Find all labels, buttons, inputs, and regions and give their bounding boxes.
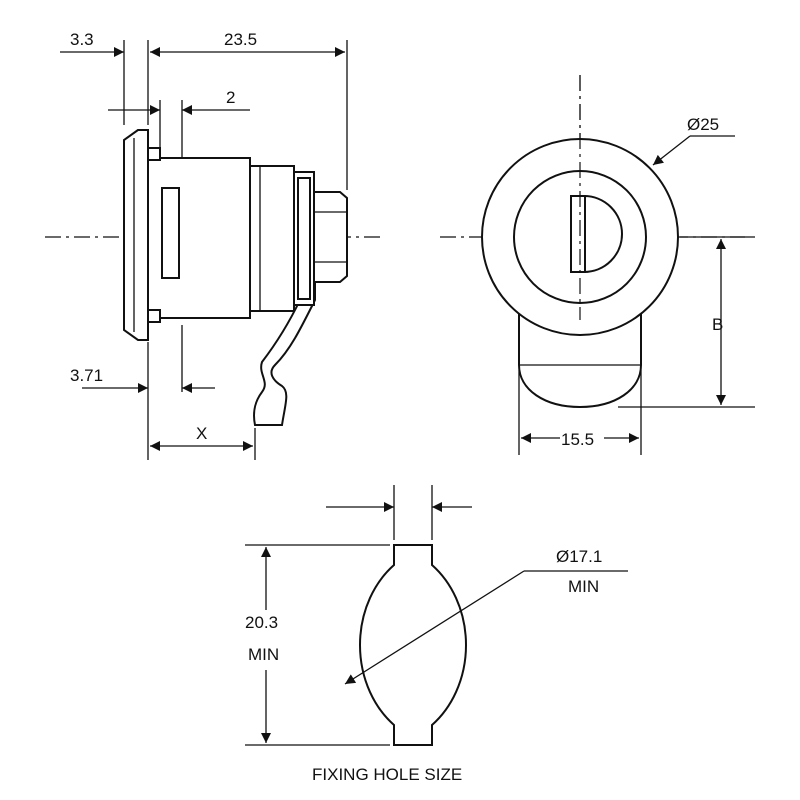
key-slot — [161, 187, 180, 279]
dim-diameter-leader — [652, 135, 691, 166]
front-view — [440, 75, 745, 409]
front-keyway-slot — [570, 195, 586, 273]
front-view-dimensions: Ø25 B 15.5 — [518, 115, 755, 455]
washer-inner — [297, 177, 311, 300]
side-view — [45, 129, 385, 426]
dim-flange-label: 3.3 — [70, 30, 94, 49]
dim-length-label: 23.5 — [224, 30, 257, 49]
side-view-dimensions: 3.3 23.5 2 3.71 X — [60, 30, 348, 460]
dim-height-value: 20.3 — [245, 613, 278, 632]
flange-tab-bottom — [147, 309, 161, 323]
dim-diameter-arrow — [344, 570, 525, 685]
front-keyway-arc — [583, 194, 623, 274]
fixing-hole — [359, 544, 467, 746]
dim-height-unit: MIN — [248, 645, 279, 664]
dim-width-label: 15.5 — [561, 430, 594, 449]
dim-offset-label: 3.71 — [70, 366, 103, 385]
dim-diameter-label: Ø25 — [687, 115, 719, 134]
flange — [123, 129, 149, 341]
dim-gap-label: 2 — [226, 88, 235, 107]
shoulder-cylinder — [249, 165, 295, 312]
fixing-hole-dimensions: 20.3 MIN Ø17.1 MIN FIXING HOLE SIZE — [242, 485, 628, 784]
fixing-hole-outline — [359, 544, 467, 746]
dim-x-label: X — [196, 424, 207, 443]
dim-b-label: B — [712, 315, 723, 334]
hex-nut — [313, 191, 348, 283]
fixing-hole-caption: FIXING HOLE SIZE — [312, 765, 462, 784]
dim-hole-diameter-value: Ø17.1 — [556, 547, 602, 566]
flange-tab-top — [147, 147, 161, 161]
cam-arm — [252, 221, 316, 426]
dim-hole-diameter-unit: MIN — [568, 577, 599, 596]
